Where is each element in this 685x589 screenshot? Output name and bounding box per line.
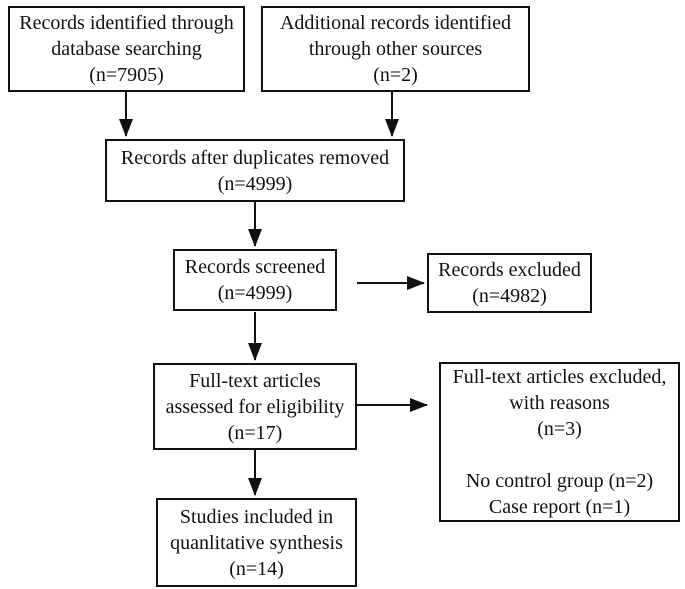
box-records-excluded: Records excluded (n=4982) — [427, 253, 592, 313]
box-additional-records: Additional records identified through ot… — [261, 6, 530, 92]
box-records-screened: Records screened (n=4999) — [173, 249, 337, 311]
box-records-identified: Records identified through database sear… — [8, 6, 245, 92]
box-records-after-duplicates-removed: Records after duplicates removed (n=4999… — [105, 139, 405, 202]
box-studies-included: Studies included in quanlitative synthes… — [156, 498, 357, 587]
box-fulltext-assessed: Full-text articles assessed for eligibil… — [153, 363, 357, 450]
box-fulltext-excluded: Full-text articles excluded, with reason… — [439, 362, 680, 522]
